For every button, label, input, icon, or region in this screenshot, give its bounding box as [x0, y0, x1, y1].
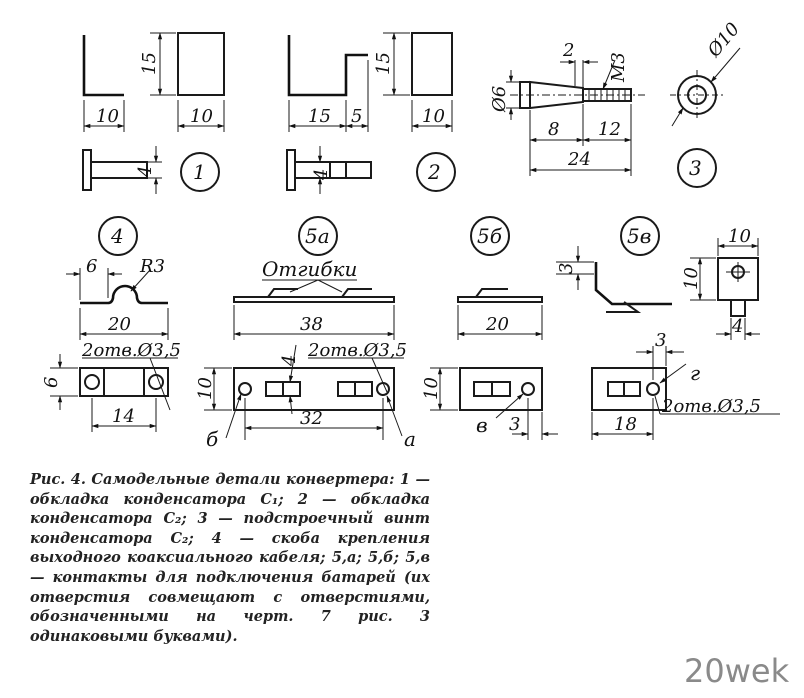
- contact-5b-side: [457, 296, 543, 303]
- part1-tab: [90, 161, 148, 179]
- part-label-circle: [416, 152, 456, 192]
- part-4: 6 R3 20 2отв.Ø3,5 6 14: [41, 256, 181, 432]
- dim-4: 4: [135, 166, 156, 178]
- part2-tab-side: [286, 149, 296, 191]
- part1-plate: [177, 32, 225, 96]
- contact-5a-side: [233, 296, 395, 303]
- dim-8: 8: [548, 119, 559, 140]
- dim-m3: M3: [608, 52, 629, 83]
- dim-12: 12: [598, 119, 621, 140]
- dim-32: 32: [300, 408, 323, 429]
- dim-10: 10: [96, 106, 119, 127]
- dim-18: 18: [614, 414, 637, 435]
- letter-v: в: [476, 413, 488, 437]
- dim-5: 5: [351, 106, 362, 127]
- dim-10: 10: [728, 226, 751, 247]
- part-label-5a: 5а: [305, 224, 330, 248]
- letter-a: а: [404, 427, 416, 451]
- part-label-circle: [180, 152, 220, 192]
- clamp-plan: [79, 367, 169, 397]
- part-5a: Отгибки 38 2отв.Ø3,5 4 10 32 б а: [195, 257, 416, 451]
- dim-15: 15: [373, 52, 394, 75]
- dim-6: 6: [86, 256, 97, 277]
- dim-10: 10: [195, 377, 216, 400]
- part-label-5v: 5в: [627, 224, 651, 248]
- part2-plate: [411, 32, 453, 96]
- dim-10: 10: [681, 267, 702, 290]
- dim-3: 3: [655, 330, 666, 351]
- dim-phi6: Ø6: [489, 86, 510, 113]
- letter-b: б: [206, 427, 219, 451]
- dim-15: 15: [308, 106, 331, 127]
- clamp-strap: [103, 367, 145, 397]
- contact-5a-plan: [233, 367, 395, 411]
- holes-note: 2отв.Ø3,5: [81, 340, 181, 361]
- dim-2: 2: [562, 40, 574, 61]
- watermark: 20wek: [684, 652, 790, 690]
- part-2: 15 5 10 15 4 2: [286, 32, 456, 194]
- contact-5v-profile: [594, 262, 672, 306]
- part2-profile: [287, 35, 368, 97]
- dim-10: 10: [421, 377, 442, 400]
- dim-4: 4: [731, 316, 743, 337]
- dim-r3: R3: [139, 256, 165, 277]
- dim-14: 14: [112, 406, 135, 427]
- part-label-4: 4: [110, 224, 124, 248]
- dim-4: 4: [279, 355, 300, 367]
- part-5v: 3 10 10 4 3 г 2отв.Ø3,5: [556, 226, 780, 440]
- part-labels-row: 4 5а 5б 5в: [98, 216, 660, 256]
- part1-l-profile: [82, 35, 124, 97]
- contact-5b-plan: [459, 367, 543, 411]
- holes-note: 2отв.Ø3,5: [661, 396, 761, 417]
- part-label-5b: 5б: [477, 224, 503, 248]
- dim-6: 6: [41, 377, 62, 388]
- part2-tab: [294, 161, 372, 179]
- part-3: Ø6 2 M3 8 12 24 Ø10 3: [489, 19, 744, 188]
- part-label-1: 1: [193, 160, 206, 184]
- dim-20: 20: [485, 314, 509, 335]
- part-1: 10 10 15 4 1: [82, 32, 225, 194]
- dim-38: 38: [300, 314, 323, 335]
- clamp-profile: [80, 284, 168, 305]
- part-label-3: 3: [689, 156, 702, 180]
- part-label-2: 2: [427, 160, 441, 184]
- dim-20: 20: [107, 314, 131, 335]
- holes-note: 2отв.Ø3,5: [307, 340, 407, 361]
- part1-tab-side: [82, 149, 92, 191]
- figure-caption: Рис. 4. Самодельные детали конвертера: 1…: [30, 471, 430, 645]
- dim-10: 10: [190, 106, 213, 127]
- dim-4: 4: [311, 169, 332, 181]
- part-5b: 20 10 3 в: [421, 288, 558, 440]
- bends-label: Отгибки: [262, 257, 357, 281]
- dim-15: 15: [139, 52, 160, 75]
- dim-phi10: Ø10: [703, 19, 744, 62]
- dim-24: 24: [567, 149, 591, 170]
- letter-g: г: [690, 361, 700, 385]
- dim-10: 10: [422, 106, 445, 127]
- part-label-circle: [677, 148, 717, 188]
- dim-3: 3: [556, 263, 577, 274]
- contact-5v-plan: [591, 367, 667, 411]
- dim-3: 3: [509, 414, 520, 435]
